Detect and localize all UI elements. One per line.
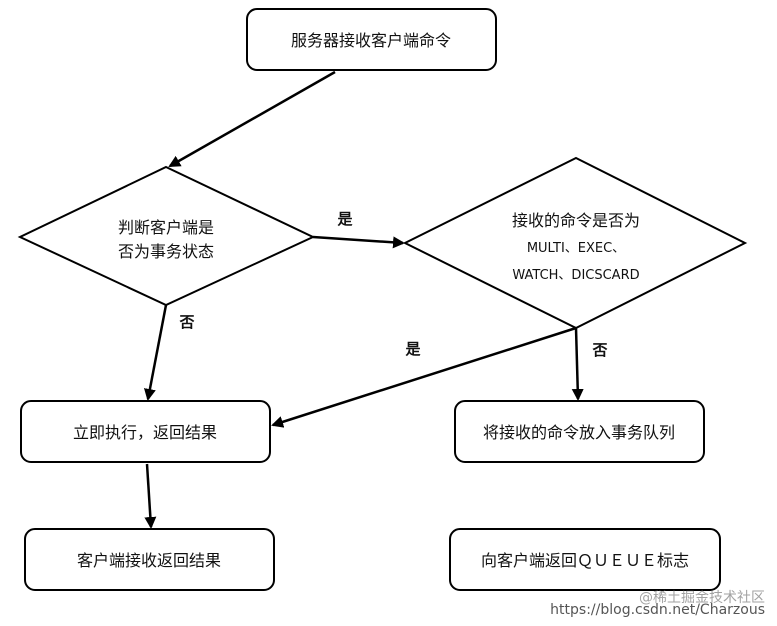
edge-label-yes-command-check: 是 (336, 210, 353, 228)
edge-label-yes-execute: 是 (404, 340, 421, 358)
node-execute-return-label: 立即执行，返回结果 (73, 423, 217, 442)
decision-transaction-state: 判断客户端是 否为事务状态 (17, 165, 316, 307)
node-enqueue-command: 将接收的命令放入事务队列 (454, 400, 705, 463)
decision-command-type-label-3: WATCH、DICSCARD (512, 268, 639, 283)
decision-transaction-state-label-2: 否为事务状态 (118, 242, 214, 261)
edge-receive-to-transaction-check (168, 70, 336, 168)
edge-label-no-execute: 否 (178, 313, 194, 331)
node-client-receive-result-label: 客户端接收返回结果 (77, 551, 221, 570)
decision-command-type: 接收的命令是否为 MULTI、EXEC、 WATCH、DICSCARD (402, 156, 748, 330)
edge-transaction-yes-to-command-check (312, 235, 405, 249)
edge-command-yes-to-execute (271, 326, 577, 428)
decision-command-type-label-1: 接收的命令是否为 (512, 211, 640, 230)
node-receive-command: 服务器接收客户端命令 (246, 8, 497, 71)
edge-label-no-enqueue: 否 (591, 341, 607, 359)
decision-transaction-state-label-1: 判断客户端是 (118, 218, 214, 237)
edge-command-no-to-enqueue (571, 327, 584, 401)
edge-execute-to-client-result (144, 463, 157, 529)
node-client-receive-result: 客户端接收返回结果 (24, 528, 275, 591)
watermark-line-1: @稀土掘金技术社区 (639, 590, 765, 606)
node-receive-command-label: 服务器接收客户端命令 (291, 31, 451, 50)
watermark-line-2: https://blog.csdn.net/Charzous (550, 602, 765, 618)
edge-transaction-no-to-execute (143, 304, 168, 401)
decision-command-type-label-2: MULTI、EXEC、 (527, 241, 625, 256)
node-client-receive-queued-label: 向客户端返回ＱＵＥＵＥ标志 (481, 551, 689, 570)
node-execute-return: 立即执行，返回结果 (20, 400, 271, 463)
node-client-receive-queued: 向客户端返回ＱＵＥＵＥ标志 (449, 528, 721, 591)
node-enqueue-command-label: 将接收的命令放入事务队列 (483, 423, 675, 442)
